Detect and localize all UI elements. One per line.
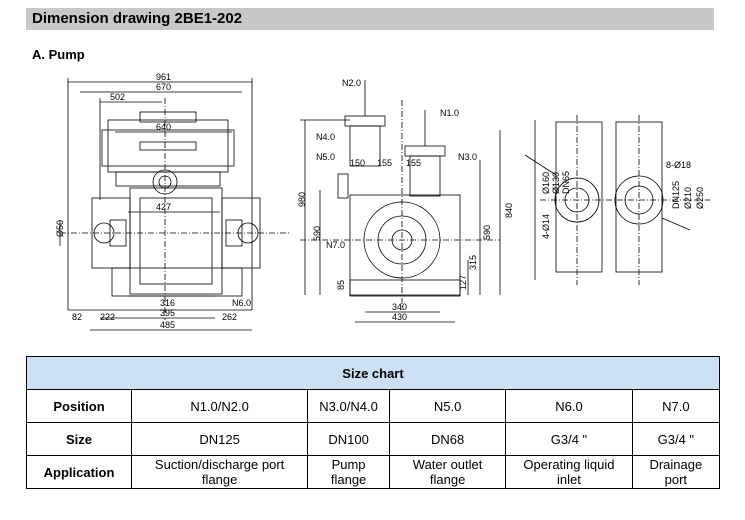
dimension-drawing: 961 670 502 640 427 Ø50 316 82 222 395 2… — [55, 72, 710, 331]
table-cell: N3.0/N4.0 — [307, 389, 390, 423]
dim-430: 430 — [392, 312, 407, 322]
size-chart-table: Size chart Position N1.0/N2.0 N3.0/N4.0 … — [26, 356, 721, 489]
dim-222: 222 — [100, 312, 115, 322]
table-cell: N6.0 — [505, 389, 633, 423]
label-n3: N3.0 — [458, 152, 477, 162]
dim-82: 82 — [72, 312, 82, 322]
dim-85: 85 — [336, 280, 346, 290]
table-cell: DN125 — [130, 422, 309, 456]
dim-670: 670 — [156, 82, 171, 92]
dim-155a: 155 — [377, 158, 392, 168]
table-cell: Operating liquid inlet — [505, 455, 633, 489]
dim-d50: Ø50 — [55, 220, 65, 237]
table-row: Application Suction/discharge port flang… — [26, 455, 721, 489]
dim-d210: Ø210 — [683, 187, 693, 209]
dim-dn65: DN65 — [561, 171, 571, 194]
table-cell: G3/4 " — [505, 422, 633, 456]
table-cell: G3/4 " — [631, 422, 721, 456]
label-n7: N7.0 — [326, 240, 345, 250]
label-n1: N1.0 — [440, 108, 459, 118]
dim-590b: 590 — [482, 225, 492, 240]
table-cell: N7.0 — [631, 389, 721, 423]
dim-640: 640 — [156, 122, 171, 132]
dim-980: 980 — [297, 192, 307, 207]
dim-150: 150 — [350, 158, 365, 168]
dim-340: 340 — [392, 302, 407, 312]
label-n2: N2.0 — [342, 78, 361, 88]
table-row: Size DN125 DN100 DN68 G3/4 " G3/4 " — [26, 422, 721, 456]
table-cell: DN68 — [388, 422, 507, 456]
dim-315: 315 — [468, 255, 478, 270]
dim-502: 502 — [110, 92, 125, 102]
dim-d160: Ø160 — [541, 172, 551, 194]
dim-262: 262 — [222, 312, 237, 322]
table-cell: Position — [26, 389, 132, 423]
dim-485: 485 — [160, 320, 175, 330]
table-cell: N5.0 — [388, 389, 507, 423]
label-n5: N5.0 — [316, 152, 335, 162]
dim-316: 316 — [160, 298, 175, 308]
dim-8-d18: 8-Ø18 — [666, 160, 691, 170]
dim-dn125: DN125 — [671, 181, 681, 209]
table-cell: Suction/discharge port flange — [130, 455, 309, 489]
dim-427: 427 — [156, 202, 171, 212]
table-cell: Pump flange — [307, 455, 390, 489]
dim-590a: 590 — [312, 226, 322, 241]
dim-127: 127 — [458, 275, 468, 290]
table-cell: Size — [26, 422, 132, 456]
table-cell: Drainage port — [631, 455, 721, 489]
dim-961: 961 — [156, 72, 171, 82]
page-title: Dimension drawing 2BE1-202 — [26, 8, 714, 30]
label-n6: N6.0 — [232, 298, 251, 308]
size-chart-header: Size chart — [26, 356, 720, 390]
table-cell: N1.0/N2.0 — [130, 389, 309, 423]
dim-840: 840 — [504, 203, 514, 218]
table-cell: Water outlet flange — [388, 455, 507, 489]
dim-d250: Ø250 — [695, 187, 705, 209]
dim-395: 395 — [160, 308, 175, 318]
dim-d130: Ø130 — [551, 172, 561, 194]
section-label: A. Pump — [32, 47, 85, 62]
table-row: Position N1.0/N2.0 N3.0/N4.0 N5.0 N6.0 N… — [26, 389, 721, 423]
label-n4: N4.0 — [316, 132, 335, 142]
table-cell: Application — [26, 455, 132, 489]
dim-155b: 155 — [406, 158, 421, 168]
dim-4-d14: 4-Ø14 — [541, 214, 551, 239]
table-cell: DN100 — [307, 422, 390, 456]
